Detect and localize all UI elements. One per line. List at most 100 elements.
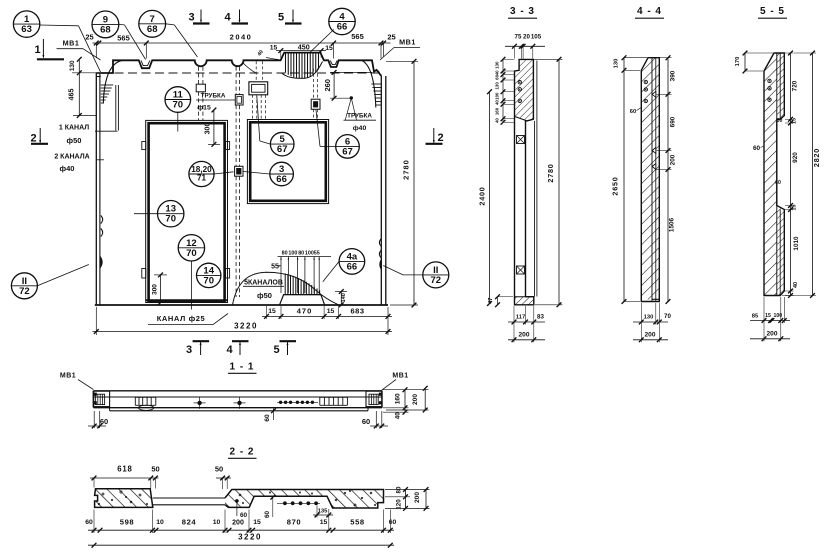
svg-text:15: 15 [270,44,278,51]
svg-text:2650: 2650 [611,176,620,195]
svg-text:ТРУБКА: ТРУБКА [347,112,372,119]
svg-text:3 - 3: 3 - 3 [510,6,535,17]
svg-text:7: 7 [150,14,155,25]
svg-text:ф15: ф15 [197,104,211,111]
svg-text:83: 83 [537,313,544,320]
svg-text:15: 15 [792,205,798,211]
svg-text:100: 100 [773,313,782,319]
svg-text:10: 10 [213,519,221,526]
svg-text:67: 67 [342,146,353,157]
svg-text:5КАНАЛОВ: 5КАНАЛОВ [244,279,283,286]
svg-text:60: 60 [362,417,370,426]
svg-text:1: 1 [24,14,30,25]
svg-text:4: 4 [226,344,233,356]
svg-text:2 КАНАЛА: 2 КАНАЛА [54,153,89,160]
svg-text:75: 75 [515,34,522,41]
svg-text:МВ1: МВ1 [392,372,408,379]
svg-text:300: 300 [205,123,212,135]
svg-text:117: 117 [516,315,525,321]
svg-text:300: 300 [151,284,158,295]
svg-text:160: 160 [495,107,500,115]
svg-text:60: 60 [775,180,781,186]
svg-text:558: 558 [350,518,364,527]
svg-text:40: 40 [257,49,265,57]
svg-text:70: 70 [186,248,197,259]
svg-text:1: 1 [34,44,40,56]
svg-text:МВ1: МВ1 [399,38,416,47]
svg-text:618: 618 [117,464,132,473]
svg-text:50: 50 [151,464,159,473]
svg-text:40: 40 [495,70,500,75]
svg-text:ф50: ф50 [67,136,82,145]
svg-text:170: 170 [735,57,741,67]
svg-text:60: 60 [85,519,93,526]
svg-text:100: 100 [288,250,297,256]
svg-text:5 - 5: 5 - 5 [760,6,785,17]
svg-text:25: 25 [85,33,93,42]
svg-text:25: 25 [387,33,395,42]
svg-text:КАНАЛ ф25: КАНАЛ ф25 [157,314,206,323]
svg-text:6: 6 [345,136,350,147]
svg-text:160: 160 [395,393,402,404]
svg-text:1 - 1: 1 - 1 [229,361,254,372]
svg-text:2: 2 [437,132,443,144]
svg-text:565: 565 [351,32,364,41]
svg-text:15: 15 [320,519,328,526]
svg-text:5: 5 [280,134,286,145]
svg-text:72: 72 [431,275,442,286]
svg-text:2820: 2820 [812,148,821,167]
svg-text:60: 60 [240,512,248,519]
svg-text:100: 100 [305,250,314,256]
svg-text:85: 85 [752,314,759,320]
svg-text:15: 15 [253,519,261,526]
svg-text:ф40: ф40 [353,125,367,132]
svg-text:70: 70 [203,275,214,286]
svg-text:80: 80 [282,250,288,256]
svg-text:15: 15 [327,308,335,315]
svg-text:66: 66 [337,22,348,33]
svg-text:720: 720 [792,80,799,91]
svg-text:80: 80 [298,250,304,256]
svg-text:60: 60 [100,417,108,426]
svg-text:135: 135 [318,508,328,514]
svg-text:3220: 3220 [234,322,258,331]
svg-text:2 - 2: 2 - 2 [229,446,254,457]
svg-text:130: 130 [644,315,654,321]
svg-text:40: 40 [793,282,799,288]
svg-text:2400: 2400 [477,186,486,205]
svg-text:66: 66 [276,174,287,185]
svg-text:70: 70 [165,214,176,225]
svg-text:3: 3 [279,164,284,175]
svg-text:60: 60 [389,519,397,526]
svg-text:824: 824 [182,518,197,527]
svg-text:72: 72 [19,286,30,297]
svg-text:10: 10 [156,519,164,526]
svg-text:15: 15 [765,313,771,319]
svg-text:67: 67 [277,144,288,155]
svg-text:1 КАНАЛ: 1 КАНАЛ [59,124,89,131]
svg-text:470: 470 [297,307,313,316]
svg-text:4 - 4: 4 - 4 [637,6,662,17]
svg-text:200: 200 [412,394,419,405]
svg-text:690: 690 [670,116,677,127]
svg-text:130: 130 [614,59,620,69]
svg-text:870: 870 [287,518,301,527]
svg-text:40: 40 [495,100,500,105]
svg-text:9: 9 [103,14,108,25]
svg-text:12: 12 [186,238,197,249]
svg-text:200: 200 [644,331,655,338]
svg-text:МВ1: МВ1 [60,372,76,379]
svg-text:ф40: ф40 [60,164,75,173]
svg-text:ТРУБКА: ТРУБКА [201,93,226,100]
svg-text:598: 598 [120,518,134,527]
svg-text:15: 15 [325,45,333,52]
svg-text:920: 920 [792,152,799,163]
svg-text:55: 55 [271,263,279,270]
svg-text:3220: 3220 [238,533,262,542]
svg-text:40: 40 [495,118,500,123]
svg-text:II: II [22,276,27,287]
svg-text:70: 70 [664,313,671,320]
svg-text:60: 60 [753,145,761,152]
svg-text:11: 11 [173,90,184,101]
svg-text:565: 565 [117,34,130,43]
